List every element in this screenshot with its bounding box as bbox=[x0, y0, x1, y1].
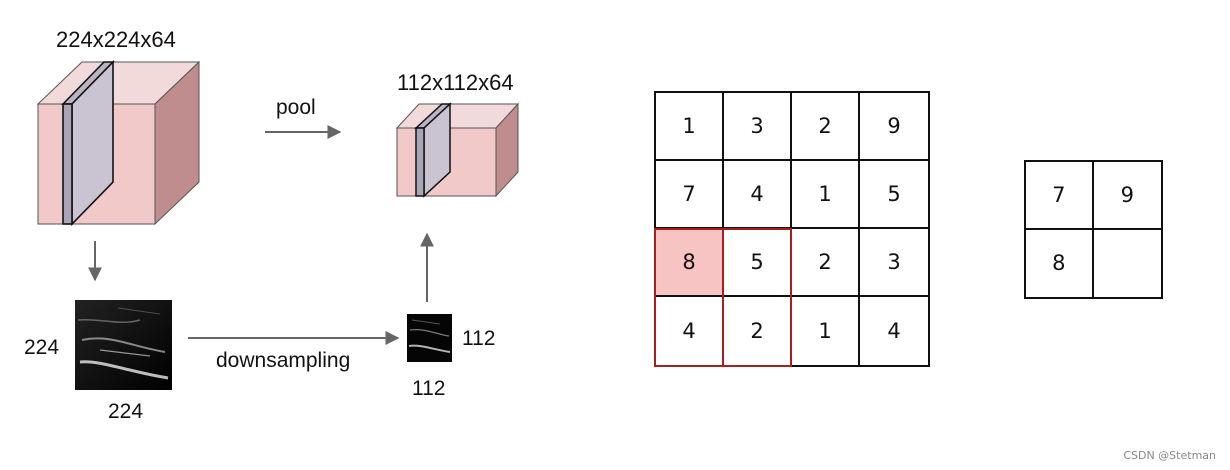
input-cell-r4c4: 4 bbox=[887, 319, 901, 343]
input-cell-r1c1: 1 bbox=[656, 93, 724, 161]
output-cell-r2c1: 8 bbox=[1026, 229, 1094, 297]
input-cell-r2c2: 4 bbox=[724, 161, 792, 229]
output-cell-r1c2: 9 bbox=[1093, 162, 1161, 230]
output-volume-label: 112x112x64 bbox=[397, 70, 514, 95]
input-cell-r1c2: 3 bbox=[724, 93, 792, 161]
input-map-width-label: 224 bbox=[108, 400, 144, 423]
input-cell-r2c4: 5 bbox=[860, 161, 928, 229]
output-grid: 7 9 8 bbox=[1024, 160, 1163, 299]
output-volume-cube bbox=[395, 102, 520, 198]
input-cell-r3c1: 8 bbox=[656, 229, 724, 297]
input-map-height-label: 224 bbox=[24, 336, 60, 359]
output-cell-r2c2 bbox=[1094, 230, 1162, 298]
output-map-width-label: 112 bbox=[412, 377, 446, 400]
input-cell-r1c3: 2 bbox=[792, 93, 860, 161]
input-volume-label: 224x224x64 bbox=[56, 27, 176, 52]
output-cell-r1c1: 7 bbox=[1026, 162, 1094, 230]
output-map-height-label: 112 bbox=[462, 327, 496, 350]
input-cell-r4c2: 2 bbox=[724, 297, 792, 365]
input-cell-r2c1: 7 bbox=[656, 161, 724, 229]
input-cell-r4c1: 4 bbox=[656, 297, 724, 365]
input-cell-r1c4: 9 bbox=[860, 93, 928, 161]
input-cell-r2c3: 1 bbox=[792, 161, 860, 229]
output-feature-map bbox=[407, 314, 452, 362]
pooling-illustration bbox=[36, 60, 520, 390]
downsampling-label: downsampling bbox=[216, 349, 351, 372]
pool-label: pool bbox=[276, 96, 316, 119]
input-cell-r3c4: 3 bbox=[860, 229, 928, 297]
input-grid: 1 3 2 9 7 4 1 5 8 5 2 3 4 2 1 4 bbox=[654, 91, 930, 367]
input-volume-cube bbox=[36, 60, 201, 226]
watermark: CSDN @Stetman bbox=[1123, 449, 1216, 462]
input-feature-map bbox=[75, 300, 172, 390]
input-cell-r4c3: 1 bbox=[792, 297, 860, 365]
input-cell-r3c3: 2 bbox=[792, 229, 860, 297]
input-cell-r3c2: 5 bbox=[724, 229, 792, 297]
